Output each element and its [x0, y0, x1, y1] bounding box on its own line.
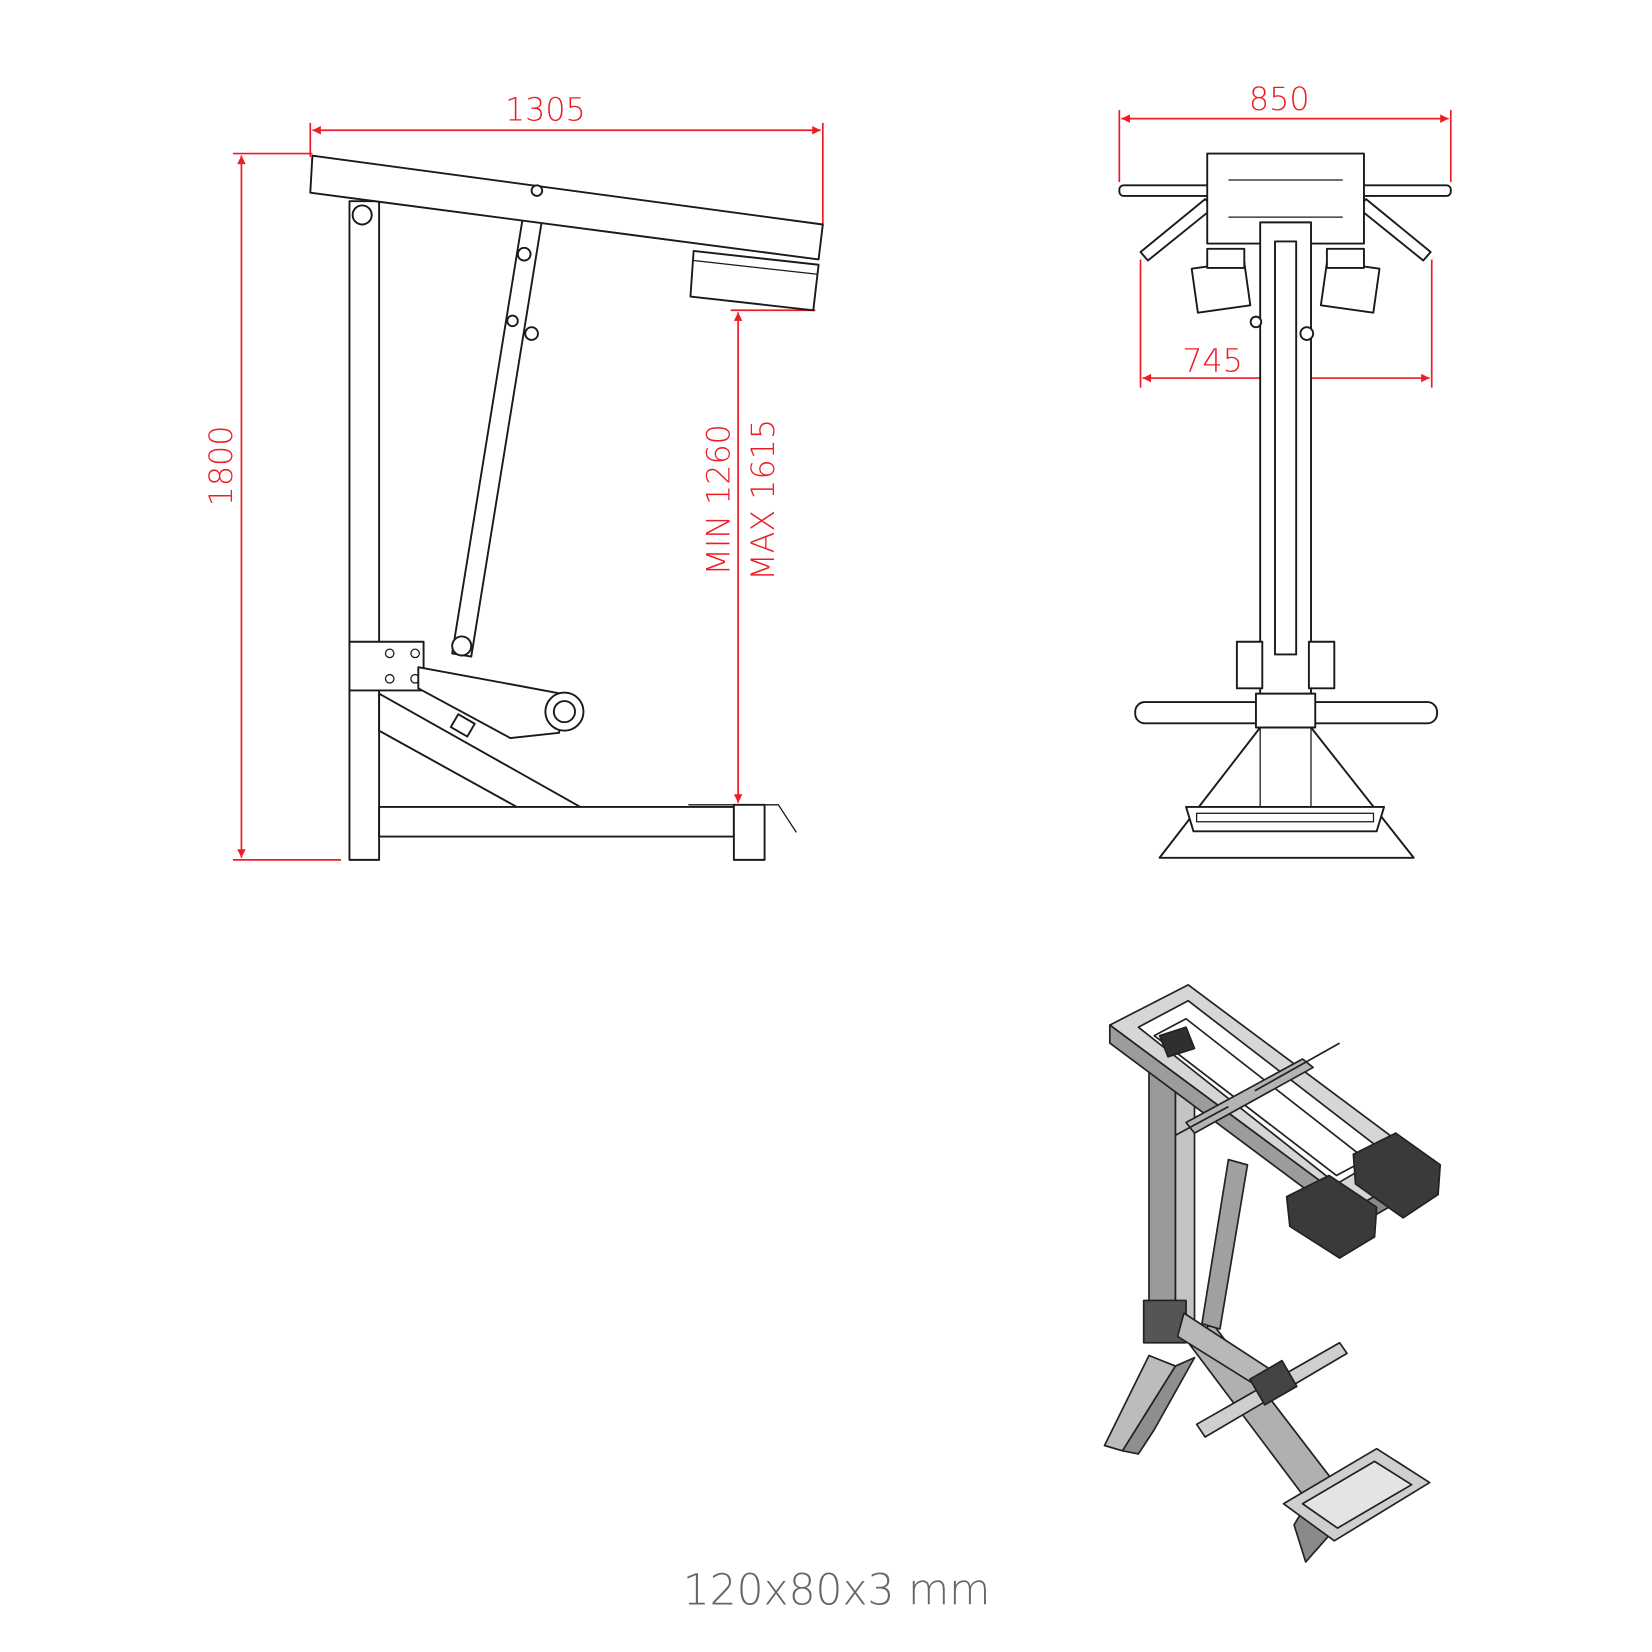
dimension-label-max: MAX 1615	[746, 419, 782, 581]
dimension-850: 850	[1118, 82, 1452, 183]
dimension-1305: 1305	[309, 93, 824, 225]
dimension-1800: 1800	[204, 152, 341, 861]
profile-caption: 120x80x3 mm	[683, 1565, 991, 1614]
isometric-view	[1103, 983, 1442, 1563]
dimension-label-1800: 1800	[204, 426, 240, 507]
dimension-label-850: 850	[1249, 82, 1310, 118]
side-view: 1305 1800 MIN 1260 MAX 1615	[204, 93, 824, 861]
dimension-745: 745	[1139, 259, 1433, 388]
dimension-label-min: MIN 1260	[702, 424, 738, 575]
front-view: 850 745	[1118, 82, 1452, 859]
dimension-label-745: 745	[1182, 344, 1243, 380]
dimension-label-1305: 1305	[505, 93, 586, 129]
dimension-pad-height: MIN 1260 MAX 1615	[702, 309, 816, 803]
